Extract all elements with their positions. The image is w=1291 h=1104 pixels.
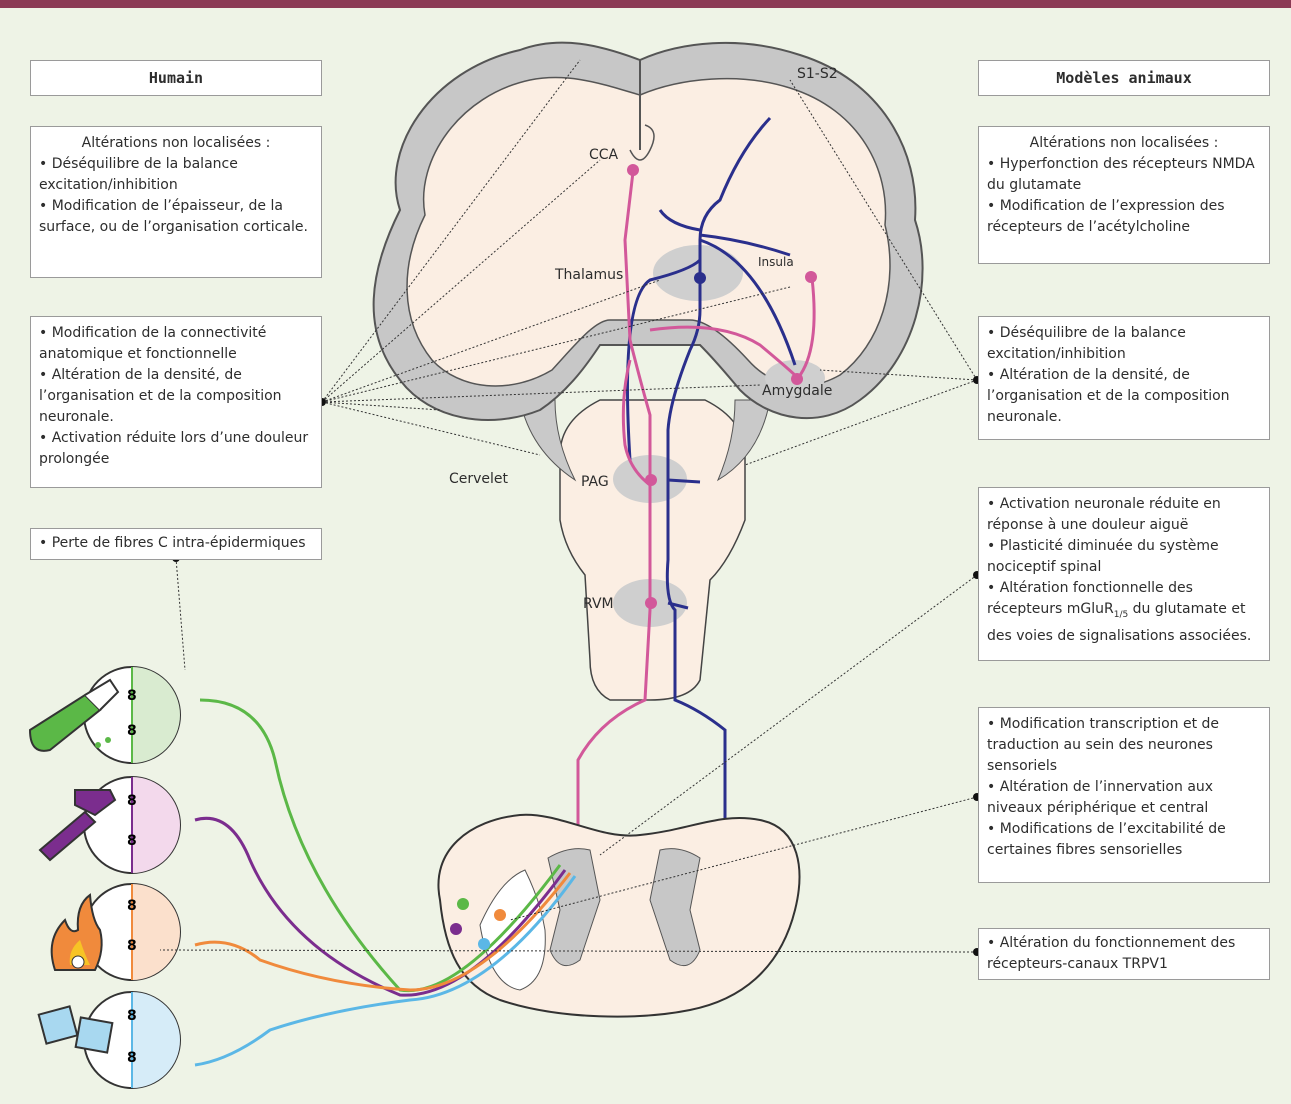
label-pag: PAG [581,474,609,490]
animal-box4-item-3: Modifications de l’excitabilité de certa… [987,819,1261,861]
animal-box-transcription: Modification transcription et de traduct… [978,707,1270,883]
human-box-connectivity: Modification de la connectivité anatomiq… [30,316,322,488]
header-human-label: Humain [149,69,203,87]
animal-box1-item-2: Modification de l’expression des récepte… [987,196,1261,238]
animal-box4-item-1: Modification transcription et de traduct… [987,714,1261,777]
animal-box5-item-1: Altération du fonctionnement des récepte… [987,933,1261,975]
human-box1-title: Altérations non localisées : [39,133,313,154]
brainstem [560,400,745,700]
animal-box1-item-1: Hyperfonction des récepteurs NMDA du glu… [987,154,1261,196]
header-human: Humain [30,60,322,96]
svg-text:8: 8 [127,723,137,739]
label-rvm: RVM [583,596,614,612]
svg-text:8: 8 [127,793,137,809]
animal-box2-item-2: Altération de la densité, de l’organisat… [987,365,1261,428]
svg-text:8: 8 [127,938,137,954]
animal-box-balance: Déséquilibre de la balance excitation/in… [978,316,1270,440]
human-box2-item-3: Activation réduite lors d’une douleur pr… [39,428,313,470]
human-box1-item-2: Modification de l’épaisseur, de la surfa… [39,196,313,238]
animal-box-nonlocalized: Altérations non localisées : Hyperfoncti… [978,126,1270,264]
human-box1-item-1: Déséquilibre de la balance excitation/in… [39,154,313,196]
animal-box-trpv1: Altération du fonctionnement des récepte… [978,928,1270,980]
human-box3-item-1: Perte de fibres C intra-épidermiques [39,533,313,554]
svg-text:8: 8 [127,898,137,914]
animal-box3-item-1: Activation neuronale réduite en réponse … [987,494,1261,536]
mglur-subscript: 1/5 [1114,610,1128,620]
animal-box4-item-2: Altération de l’innervation aux niveaux … [987,777,1261,819]
label-cca: CCA [589,147,618,163]
receptor-circle-chemical: 8 8 [84,667,180,763]
label-insula: Insula [758,255,794,269]
label-s1-s2: S1-S2 [797,66,838,82]
human-box2-item-1: Modification de la connectivité anatomiq… [39,323,313,365]
human-box2-item-2: Altération de la densité, de l’organisat… [39,365,313,428]
animal-box1-title: Altérations non localisées : [987,133,1261,154]
label-cervelet: Cervelet [449,471,508,487]
animal-box-spinal: Activation neuronale réduite en réponse … [978,487,1270,661]
svg-text:8: 8 [127,1050,137,1066]
animal-box2-item-1: Déséquilibre de la balance excitation/in… [987,323,1261,365]
svg-text:8: 8 [127,1008,137,1024]
label-amygdale: Amygdale [762,383,832,399]
svg-text:8: 8 [127,688,137,704]
animal-box3-item-3: Altération fonctionnelle des récepteurs … [987,578,1261,647]
svg-text:8: 8 [127,833,137,849]
header-animal-label: Modèles animaux [1056,69,1191,87]
header-animal-models: Modèles animaux [978,60,1270,96]
animal-box3-item-2: Plasticité diminuée du système nocicepti… [987,536,1261,578]
label-thalamus: Thalamus [555,267,623,283]
human-box-nonlocalized: Altérations non localisées : Déséquilibr… [30,126,322,278]
human-box-fibres: Perte de fibres C intra-épidermiques [30,528,322,560]
